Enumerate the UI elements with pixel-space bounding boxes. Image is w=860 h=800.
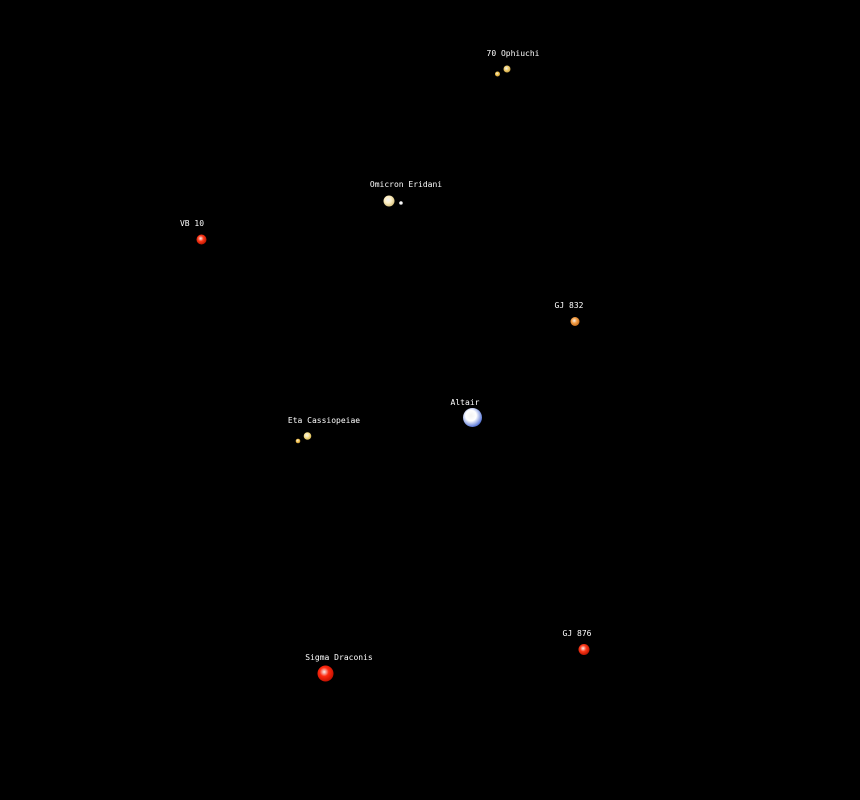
star-sigma-draconis[interactable]: Sigma Draconis xyxy=(305,653,373,682)
star-label-70-ophiuchi: 70 Ophiuchi xyxy=(487,49,540,58)
star-70-ophiuchi-companion[interactable] xyxy=(495,71,500,77)
star-label-gj-832: GJ 832 xyxy=(555,301,584,310)
star-altair-body[interactable] xyxy=(463,408,482,427)
star-eta-cassiopeiae[interactable]: Eta Cassiopeiae xyxy=(288,416,360,444)
star-gj-876[interactable]: GJ 876 xyxy=(563,629,592,655)
star-vb-10[interactable]: VB 10 xyxy=(180,219,207,245)
star-70-ophiuchi-primary[interactable] xyxy=(503,65,511,73)
star-altair[interactable]: Altair xyxy=(451,398,482,427)
star-sigma-draconis-body[interactable] xyxy=(317,665,334,682)
star-omicron-eridani-companion[interactable] xyxy=(399,201,403,205)
star-gj-832[interactable]: GJ 832 xyxy=(555,301,584,326)
star-omicron-eridani[interactable]: Omicron Eridani xyxy=(370,180,442,207)
star-label-omicron-eridani: Omicron Eridani xyxy=(370,180,442,189)
star-label-gj-876: GJ 876 xyxy=(563,629,592,638)
star-label-vb-10: VB 10 xyxy=(180,219,204,228)
star-eta-cassiopeiae-companion[interactable] xyxy=(295,438,301,444)
star-eta-cassiopeiae-primary[interactable] xyxy=(303,432,312,440)
star-omicron-eridani-primary[interactable] xyxy=(383,195,395,207)
star-label-sigma-draconis: Sigma Draconis xyxy=(305,653,373,662)
star-70-ophiuchi[interactable]: 70 Ophiuchi xyxy=(487,49,540,77)
star-label-eta-cassiopeiae: Eta Cassiopeiae xyxy=(288,416,360,425)
star-vb-10-body[interactable] xyxy=(196,234,207,245)
star-gj-876-body[interactable] xyxy=(578,644,590,655)
star-gj-832-body[interactable] xyxy=(570,317,580,326)
star-label-altair: Altair xyxy=(451,398,480,407)
